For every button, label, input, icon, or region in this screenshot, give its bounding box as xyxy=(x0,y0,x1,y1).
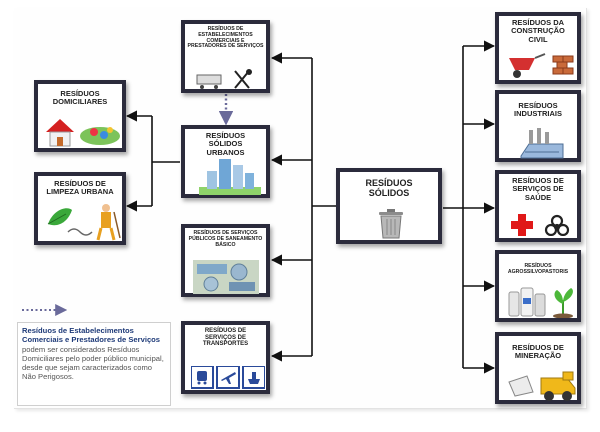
wheelbarrow-bricks-icon xyxy=(509,53,574,78)
box-estabelecimentos: RESÍDUOS DE ESTABELECIMENTOS COMERCIAIS … xyxy=(181,20,270,93)
construcao-title: RESÍDUOS DA CONSTRUÇÃO CIVIL xyxy=(511,18,565,44)
footnote-bold: Resíduos de Estabelecimentos Comerciais … xyxy=(22,326,161,345)
box-agrossilvopastoris: RESÍDUOS AGROSSILVOPASTORIS xyxy=(495,250,581,322)
box-construcao-civil: RESÍDUOS DA CONSTRUÇÃO CIVIL xyxy=(495,12,581,84)
bus-icon xyxy=(191,366,214,389)
box-urbanos: RESÍDUOS SÓLIDOS URBANOS xyxy=(181,125,270,198)
biohazard-icon xyxy=(544,214,570,236)
bottles-sprout-icon xyxy=(508,287,573,318)
box-domiciliares: RESÍDUOS DOMICILIARES xyxy=(34,80,126,152)
left-trunk xyxy=(270,52,337,362)
cutlery-cart-icon xyxy=(196,69,252,89)
center-title: RESÍDUOS SÓLIDOS xyxy=(365,178,413,199)
limpeza-title: RESÍDUOS DE LIMPEZA URBANA xyxy=(46,179,114,197)
factory-icon xyxy=(520,128,564,159)
industriais-title: RESÍDUOS INDUSTRIAIS xyxy=(514,101,562,119)
box-transportes: RESÍDUOS DE SERVIÇOS DE TRANSPORTES xyxy=(181,321,270,394)
airplane-icon xyxy=(216,366,240,389)
mining-truck-icon xyxy=(508,371,576,401)
box-saneamento: RESÍDUOS DE SERVIÇOS PÚBLICOS DE SANEAME… xyxy=(181,224,270,297)
domiciliares-title: RESÍDUOS DOMICILIARES xyxy=(52,89,108,107)
footnote-text: podem ser considerados Resíduos Domicili… xyxy=(22,344,164,382)
urban-branch xyxy=(125,110,180,212)
estabelecimentos-title: RESÍDUOS DE ESTABELECIMENTOS COMERCIAIS … xyxy=(187,26,264,50)
box-mineracao: RESÍDUOS DE MINERAÇÃO xyxy=(495,332,581,404)
transportes-title: RESÍDUOS DE SERVIÇOS DE TRANSPORTES xyxy=(202,328,249,348)
urbanos-title: RESÍDUOS SÓLIDOS URBANOS xyxy=(205,131,246,157)
trash-can-icon xyxy=(379,209,403,239)
box-limpeza-urbana: RESÍDUOS DE LIMPEZA URBANA xyxy=(34,172,126,245)
health-icons xyxy=(511,214,570,236)
saneamento-title: RESÍDUOS DE SERVIÇOS PÚBLICOS DE SANEAME… xyxy=(188,230,263,248)
center-box-residuos-solidos: RESÍDUOS SÓLIDOS xyxy=(336,168,442,244)
footnote-box: Resíduos de Estabelecimentos Comerciais … xyxy=(17,322,171,406)
right-trunk xyxy=(443,40,496,374)
treatment-plant-icon xyxy=(193,260,259,294)
box-industriais: RESÍDUOS INDUSTRIAIS xyxy=(495,90,581,162)
house-icon xyxy=(46,119,120,147)
red-cross-icon xyxy=(511,214,533,236)
transport-icons xyxy=(191,366,265,389)
mineracao-title: RESÍDUOS DE MINERAÇÃO xyxy=(512,343,564,361)
leaf-sweeper-icon xyxy=(47,204,121,241)
agro-title: RESÍDUOS AGROSSILVOPASTORIS xyxy=(507,263,569,275)
ship-icon xyxy=(242,366,265,389)
saude-title: RESÍDUOS DE SERVIÇOS DE SAÚDE xyxy=(512,176,564,202)
city-buildings-icon xyxy=(199,159,261,195)
box-servicos-de-saude: RESÍDUOS DE SERVIÇOS DE SAÚDE xyxy=(495,170,581,242)
